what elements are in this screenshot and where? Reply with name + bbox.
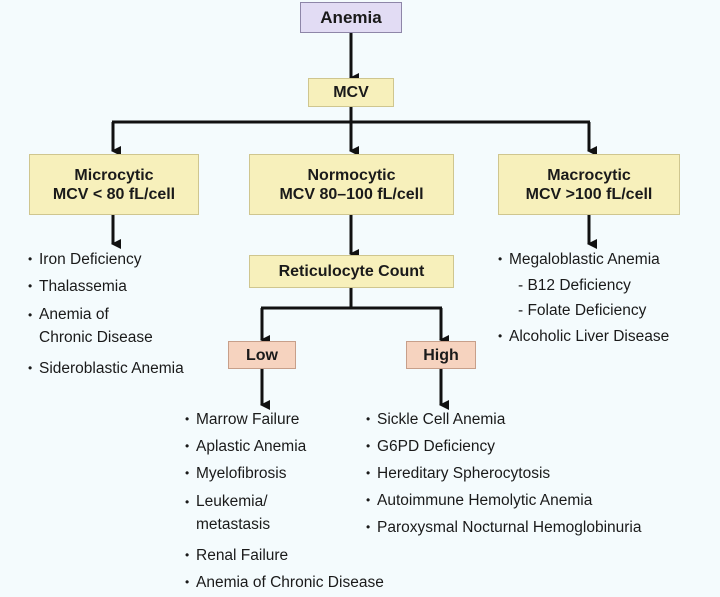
microcytic-title: Microcytic — [74, 166, 154, 184]
node-anemia: Anemia — [300, 2, 402, 33]
node-macrocytic: Macrocytic MCV >100 fL/cell — [498, 154, 680, 215]
macrocytic-causes-list: Megaloblastic Anemia - B12 Deficiency - … — [498, 246, 669, 350]
normocytic-title: Normocytic — [307, 166, 396, 184]
list-item-continuation: metastasis — [196, 516, 271, 533]
list-item: G6PD Deficiency — [366, 433, 641, 460]
list-item: Iron Deficiency — [28, 246, 184, 273]
list-item: Paroxysmal Nocturnal Hemoglobinuria — [366, 514, 641, 541]
macrocytic-range: MCV >100 fL/cell — [525, 185, 653, 203]
list-item: Anemia of Chronic Disease — [185, 569, 384, 596]
list-subitem: - B12 Deficiency — [518, 277, 631, 294]
list-item: Alcoholic Liver Disease — [498, 323, 669, 350]
list-item: Aplastic Anemia — [185, 433, 384, 460]
node-mcv: MCV — [308, 78, 394, 107]
list-item: Renal Failure — [185, 542, 384, 569]
list-item: Myelofibrosis — [185, 460, 384, 487]
node-mcv-label: MCV — [333, 84, 369, 101]
node-normocytic: Normocytic MCV 80–100 fL/cell — [249, 154, 454, 215]
high-causes-list: Sickle Cell Anemia G6PD Deficiency Hered… — [366, 406, 641, 541]
list-item: Sideroblastic Anemia — [28, 355, 184, 382]
list-item: Anemia of — [28, 304, 184, 326]
high-label: High — [423, 346, 459, 364]
macrocytic-title: Macrocytic — [547, 166, 631, 184]
list-item: Autoimmune Hemolytic Anemia — [366, 487, 641, 514]
node-reticulocyte-count: Reticulocyte Count — [249, 255, 454, 288]
microcytic-causes-list: Iron Deficiency Thalassemia Anemia of Ch… — [28, 246, 184, 382]
node-high: High — [406, 341, 476, 369]
node-anemia-label: Anemia — [320, 8, 382, 27]
node-low: Low — [228, 341, 296, 369]
list-item: Marrow Failure — [185, 406, 384, 433]
list-subitem: - Folate Deficiency — [518, 302, 647, 319]
list-item: Thalassemia — [28, 273, 184, 300]
low-label: Low — [246, 346, 278, 364]
list-item: Leukemia/ — [185, 491, 384, 513]
list-item: Megaloblastic Anemia — [498, 246, 669, 273]
list-item: Hereditary Spherocytosis — [366, 460, 641, 487]
list-item: Sickle Cell Anemia — [366, 406, 641, 433]
node-microcytic: Microcytic MCV < 80 fL/cell — [29, 154, 199, 215]
microcytic-range: MCV < 80 fL/cell — [52, 185, 176, 203]
list-item-continuation: Chronic Disease — [39, 329, 153, 346]
low-causes-list: Marrow Failure Aplastic Anemia Myelofibr… — [185, 406, 384, 596]
normocytic-range: MCV 80–100 fL/cell — [279, 185, 424, 203]
reticulocyte-label: Reticulocyte Count — [278, 263, 425, 280]
